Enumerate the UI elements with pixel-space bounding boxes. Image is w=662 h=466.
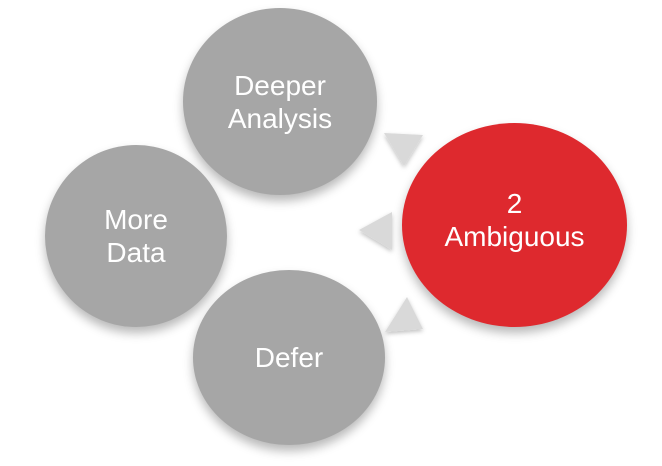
node-label-line: Defer (254, 342, 324, 373)
node-label-line: Data (106, 237, 166, 268)
node-defer: Defer (193, 270, 385, 445)
arrow-triangle-down-icon (384, 133, 423, 166)
arrow-triangle-left-icon (359, 212, 392, 250)
node-more-data: More Data (45, 145, 227, 327)
arrow-triangle-up-icon (385, 297, 423, 332)
node-label-line: Analysis (227, 102, 333, 134)
node-label-line: More (104, 204, 168, 235)
node-label-line: Ambiguous (444, 221, 585, 252)
node-deeper-analysis: Deeper Analysis (183, 8, 377, 195)
node-label-line: 2 (506, 188, 523, 219)
node-ambiguous: 2 Ambiguous (402, 123, 627, 327)
node-label-line: Deeper (234, 69, 326, 101)
